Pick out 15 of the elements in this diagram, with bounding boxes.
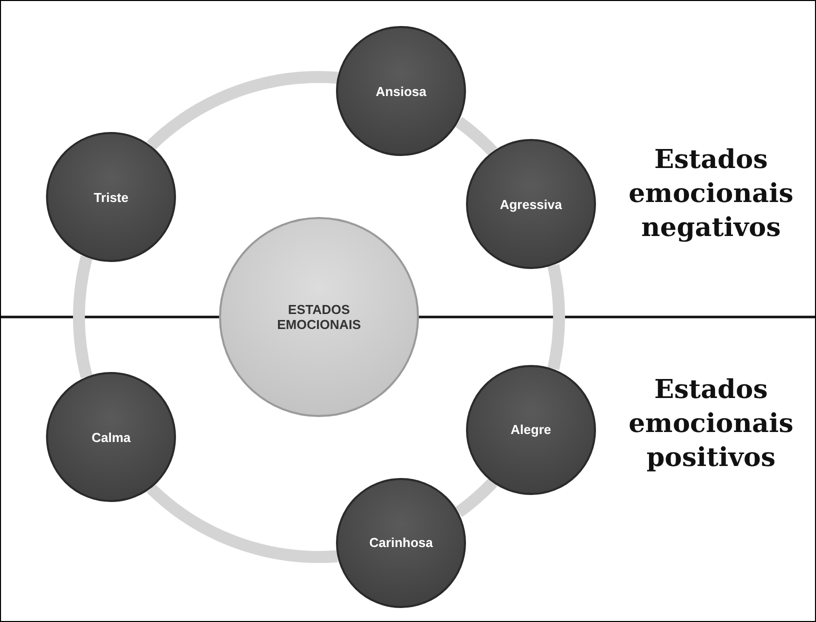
node-label: Ansiosa: [374, 84, 428, 99]
side-caption: Estados emocionais positivos: [628, 374, 794, 475]
node-label: Triste: [92, 190, 130, 204]
ring-segment: [147, 484, 338, 563]
node-label: Carinhosa: [368, 535, 434, 550]
side-caption: Estados emocionais negativos: [628, 144, 794, 245]
ring-segment: [454, 116, 498, 156]
node-label: Agressiva: [498, 196, 563, 212]
ring-segment: [73, 256, 92, 378]
ring-segment: [547, 264, 565, 370]
node-label: Calma: [90, 430, 132, 444]
node-label: ESTADOS EMOCIONAIS: [276, 302, 362, 332]
node-label: Alegre: [510, 422, 552, 438]
ring-segment: [147, 71, 338, 150]
ring-segment: [454, 478, 498, 518]
